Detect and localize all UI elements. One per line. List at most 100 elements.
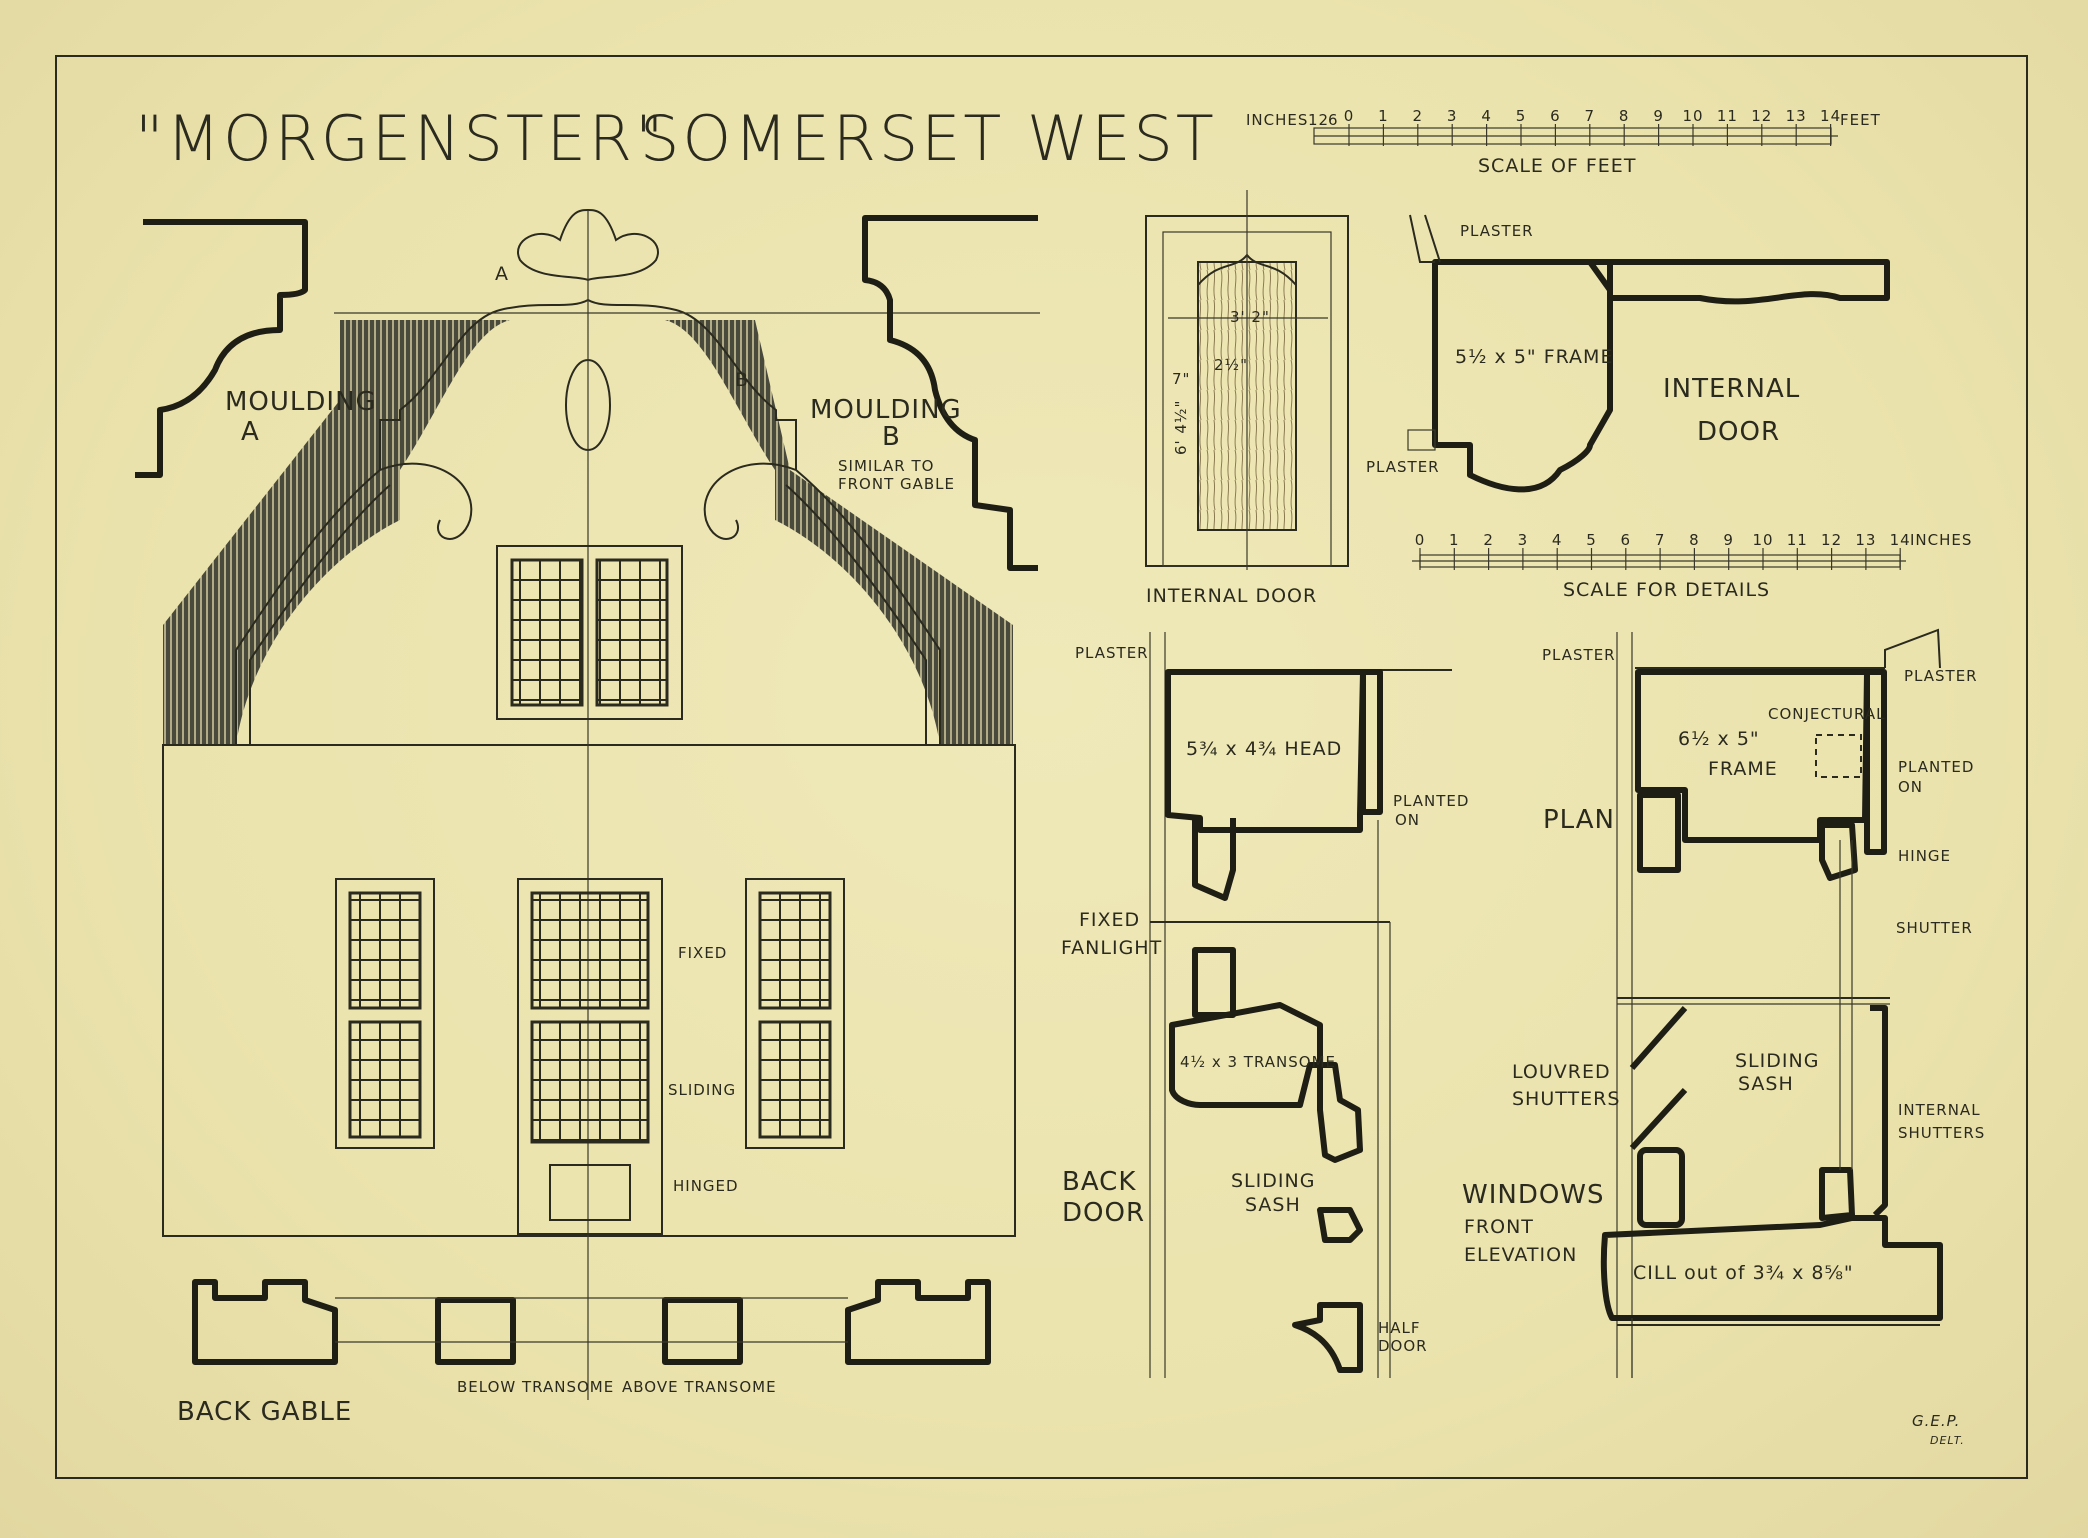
dim-stile: 2½"	[1214, 356, 1248, 374]
scale-details-tick-label: 0	[1415, 531, 1426, 549]
windows-internal-shutters: SHUTTERS	[1898, 1124, 1985, 1142]
scale-feet-inches-label: INCHES	[1246, 111, 1308, 129]
back-door-fixed: FIXED	[1079, 909, 1140, 931]
scale-feet-unit: FEET	[1840, 111, 1881, 129]
windows-planted: PLANTED	[1898, 758, 1974, 776]
windows-cill: CILL out of 3¾ x 8⅝"	[1633, 1262, 1854, 1284]
windows-title: WINDOWS	[1462, 1180, 1605, 1210]
dim-rail: 7"	[1172, 370, 1190, 388]
windows-section: PLASTER PLASTER CONJECTURAL 6½ x 5" FRAM…	[1462, 628, 1985, 1378]
windows-plaster-left: PLASTER	[1542, 646, 1616, 664]
internal-door-elevation: 3' 2" 7" 2½" 6' 4½" INTERNAL DOOR	[1145, 190, 1349, 607]
label-hinged: HINGED	[673, 1177, 739, 1195]
scale-details-caption: SCALE FOR DETAILS	[1563, 579, 1770, 601]
scale-details-tick-label: 12	[1821, 531, 1842, 549]
windows-title-front: FRONT	[1464, 1216, 1534, 1238]
moulding-a-profile: MOULDING A	[135, 219, 377, 478]
label-above-transome: ABOVE TRANSOME	[622, 1378, 777, 1396]
scale-feet-tick-label: 10	[1682, 107, 1703, 125]
scale-feet-tick-label: 0	[1344, 107, 1355, 125]
scale-feet-inch-tick: 6	[1328, 111, 1339, 129]
scale-details-tick-label: 6	[1621, 531, 1632, 549]
scale-details-tick-label: 1	[1449, 531, 1460, 549]
internal-door-plaster-top: PLASTER	[1460, 222, 1534, 240]
moulding-b-label: MOULDING	[810, 395, 962, 425]
scale-feet-tick-label: 14	[1820, 107, 1841, 125]
windows-frame-size: 6½ x 5"	[1678, 728, 1760, 750]
dim-width: 3' 2"	[1230, 308, 1270, 326]
windows-sash: SASH	[1738, 1073, 1794, 1095]
windows-plan: PLAN	[1543, 805, 1615, 835]
moulding-a-label: MOULDING	[225, 387, 377, 417]
signature-initials: G.E.P.	[1912, 1412, 1960, 1430]
drawing-title: "MORGENSTER" SOMERSET WEST	[135, 102, 1214, 175]
moulding-b-note: FRONT GABLE	[838, 475, 955, 493]
scale-feet-tick-label: 5	[1516, 107, 1527, 125]
back-door-on: ON	[1395, 811, 1420, 829]
sheet-border	[55, 55, 2028, 1479]
scale-feet-tick-label: 2	[1413, 107, 1424, 125]
windows-frame: FRAME	[1708, 758, 1778, 780]
windows-on: ON	[1898, 778, 1923, 796]
scale-feet-tick-label: 7	[1585, 107, 1596, 125]
moulding-b-note: SIMILAR TO	[838, 457, 934, 475]
internal-door-plan: PLASTER PLASTER 5½ x 5" FRAME INTERNAL D…	[1366, 214, 1890, 493]
back-gable-elevation: FIXED SLIDING HINGED A B	[162, 208, 1040, 1400]
title-name: "MORGENSTER"	[135, 102, 667, 175]
internal-door-plaster-bottom: PLASTER	[1366, 458, 1440, 476]
draughtsman-signature: G.E.P. DELT.	[1912, 1412, 1965, 1447]
internal-door-frame: 5½ x 5" FRAME	[1455, 346, 1613, 368]
back-door-section: PLASTER 5¾ x 4¾ HEAD PLANTED ON FIXED FA…	[1061, 632, 1469, 1378]
windows-title-elevation: ELEVATION	[1464, 1244, 1577, 1266]
back-door-half: HALF	[1378, 1319, 1421, 1337]
moulding-b-letter: B	[882, 422, 901, 452]
scale-details-tick-label: 7	[1655, 531, 1666, 549]
back-door-planted: PLANTED	[1393, 792, 1469, 810]
internal-door-elevation-title: INTERNAL DOOR	[1146, 585, 1317, 607]
scale-details-tick-label: 2	[1483, 531, 1494, 549]
back-door-fanlight: FANLIGHT	[1061, 937, 1162, 959]
scale-details-tick-label: 11	[1787, 531, 1808, 549]
scale-details-tick-label: 4	[1552, 531, 1563, 549]
scale-details-tick-label: 8	[1689, 531, 1700, 549]
windows-shutter: SHUTTER	[1896, 919, 1973, 937]
scale-details-tick-label: 5	[1586, 531, 1597, 549]
label-sliding: SLIDING	[668, 1081, 736, 1099]
dim-height: 6' 4½"	[1172, 400, 1190, 455]
label-below-transome: BELOW TRANSOME	[457, 1378, 614, 1396]
scale-feet-tick-label: 1	[1378, 107, 1389, 125]
scale-details-tick-label: 10	[1752, 531, 1773, 549]
back-door-head: 5¾ x 4¾ HEAD	[1186, 738, 1342, 760]
windows-shutters: SHUTTERS	[1512, 1088, 1620, 1110]
scale-feet-tick-label: 13	[1786, 107, 1807, 125]
windows-conjectural: CONJECTURAL	[1768, 705, 1885, 723]
back-door-title: DOOR	[1062, 1198, 1145, 1228]
back-door-sash: SASH	[1245, 1194, 1301, 1216]
back-gable-plan: BACK GABLE BELOW TRANSOME ABOVE TRANSOME	[177, 1279, 991, 1427]
marker-a: A	[495, 263, 509, 285]
scale-feet-inch-tick: 12	[1308, 111, 1329, 129]
scale-feet-tick-label: 4	[1481, 107, 1492, 125]
scale-feet-tick-label: 8	[1619, 107, 1630, 125]
scale-details-tick-label: 13	[1855, 531, 1876, 549]
marker-b: B	[735, 369, 749, 391]
scale-feet-tick-label: 11	[1717, 107, 1738, 125]
back-door-title: BACK	[1062, 1167, 1136, 1197]
internal-door-plan-title: DOOR	[1697, 417, 1780, 447]
moulding-a-letter: A	[241, 417, 260, 447]
signature-delt: DELT.	[1930, 1434, 1965, 1447]
back-door-sliding: SLIDING	[1231, 1170, 1315, 1192]
label-fixed: FIXED	[678, 944, 727, 962]
internal-door-plan-title: INTERNAL	[1663, 374, 1800, 404]
back-door-plaster: PLASTER	[1075, 644, 1149, 662]
back-door-transome: 4½ x 3 TRANSOME	[1180, 1053, 1336, 1071]
scale-feet-caption: SCALE OF FEET	[1478, 155, 1636, 177]
scale-feet-tick-label: 12	[1751, 107, 1772, 125]
moulding-b-profile: MOULDING B SIMILAR TO FRONT GABLE	[810, 215, 1038, 571]
scale-feet-tick-label: 3	[1447, 107, 1458, 125]
windows-internal: INTERNAL	[1898, 1101, 1981, 1119]
scale-details-unit: INCHES	[1910, 531, 1972, 549]
scale-details-tick-label: 9	[1723, 531, 1734, 549]
